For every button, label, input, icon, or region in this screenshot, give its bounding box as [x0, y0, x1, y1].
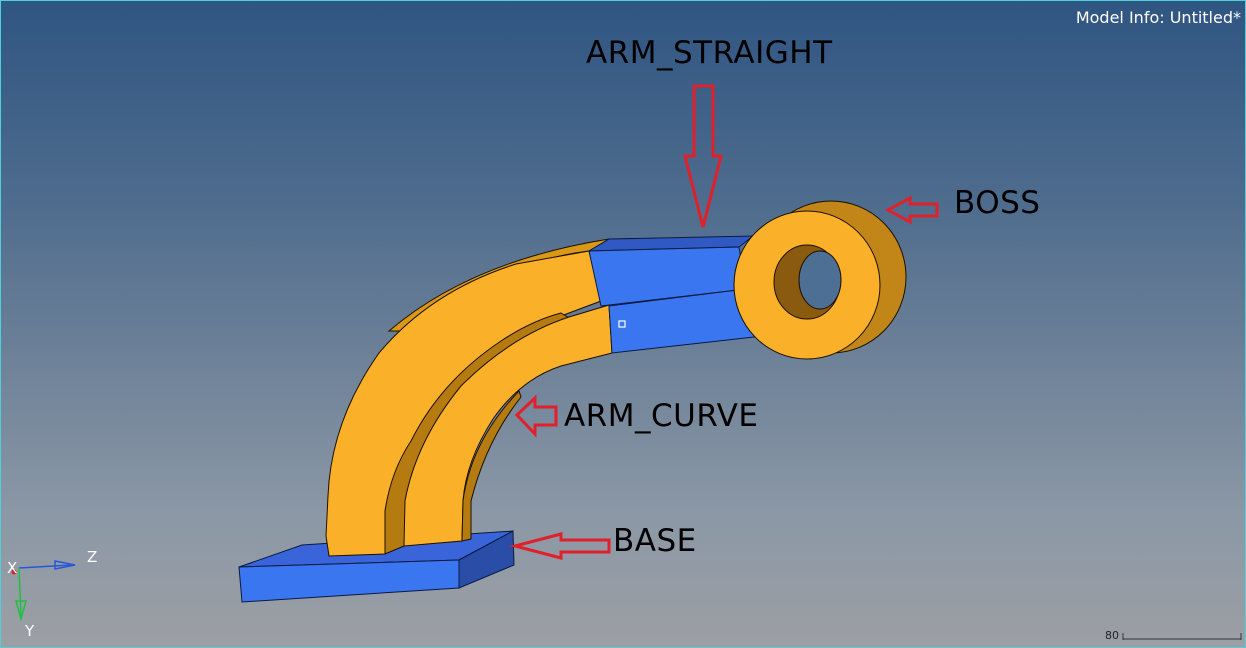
- arrow-arm-curve-icon: [514, 394, 558, 438]
- arrow-boss-icon: [884, 195, 939, 225]
- arrow-base-icon: [509, 532, 611, 560]
- arm-curve-part[interactable]: [325, 238, 613, 557]
- model-info-label: Model Info: Untitled*: [1075, 8, 1241, 27]
- label-arm-curve: ARM_CURVE: [564, 398, 759, 434]
- scale-bar: [1122, 633, 1242, 640]
- axis-x-label: X: [7, 559, 18, 577]
- arm-straight-part[interactable]: [587, 235, 764, 354]
- boss-part[interactable]: [733, 200, 907, 360]
- axis-triad-icon: [11, 560, 76, 622]
- label-base: BASE: [613, 523, 697, 559]
- scale-bar-value: 80: [1105, 629, 1119, 642]
- label-boss: BOSS: [954, 185, 1041, 221]
- axis-y-label: Y: [25, 622, 35, 640]
- label-arm-straight: ARM_STRAIGHT: [586, 35, 833, 71]
- arrow-arm-straight-icon: [683, 84, 723, 228]
- axis-z-label: Z: [87, 548, 98, 566]
